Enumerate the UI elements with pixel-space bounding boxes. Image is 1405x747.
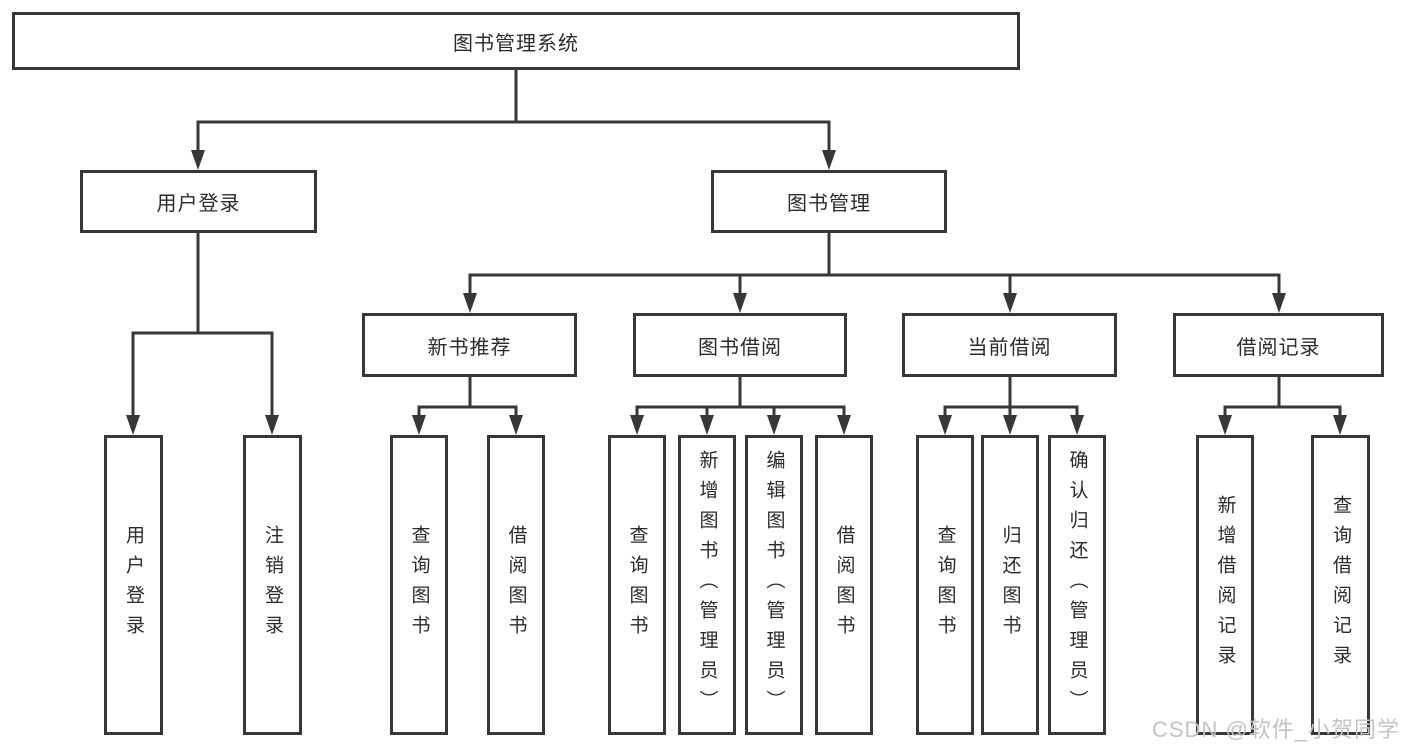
node-borrow-records: 借阅记录: [1173, 313, 1384, 377]
node-add-borrow-record: 新增借阅记录: [1196, 435, 1254, 735]
connector-new-book-recommend-to-leaves: [412, 377, 523, 435]
node-edit-book-admin: 编辑图书（管理员）: [745, 435, 803, 735]
node-query-books-recommend: 查询图书: [390, 435, 448, 735]
watermark-text: CSDN @软件_小贺同学: [1152, 717, 1401, 742]
connector-borrow-records-to-leaves: [1218, 377, 1347, 435]
node-borrow-books-recommend: 借阅图书: [487, 435, 545, 735]
node-current-borrow: 当前借阅: [902, 313, 1117, 377]
connector-current-borrow-to-leaves: [938, 377, 1084, 435]
node-query-books-borrow: 查询图书: [608, 435, 666, 735]
node-add-book-admin: 新增图书（管理员）: [678, 435, 736, 735]
node-book-management: 图书管理: [711, 170, 947, 233]
node-borrow-books-borrow: 借阅图书: [815, 435, 873, 735]
connector-book-borrow-to-leaves: [630, 377, 851, 435]
connector-root-to-level2: [191, 70, 836, 170]
node-query-books-current: 查询图书: [916, 435, 974, 735]
node-user-login-leaf: 用户登录: [104, 435, 163, 735]
node-book-borrow: 图书借阅: [633, 313, 847, 377]
node-new-book-recommend: 新书推荐: [362, 313, 577, 377]
node-query-borrow-record: 查询借阅记录: [1311, 435, 1370, 735]
node-book-management-system: 图书管理系统: [12, 12, 1020, 70]
node-logout: 注销登录: [243, 435, 302, 735]
connector-user-login-to-leaves: [126, 233, 279, 435]
node-user-login: 用户登录: [80, 170, 317, 233]
node-confirm-return-admin: 确认归还（管理员）: [1048, 435, 1106, 735]
node-return-books: 归还图书: [981, 435, 1039, 735]
connector-book-management-to-level3: [463, 233, 1286, 313]
